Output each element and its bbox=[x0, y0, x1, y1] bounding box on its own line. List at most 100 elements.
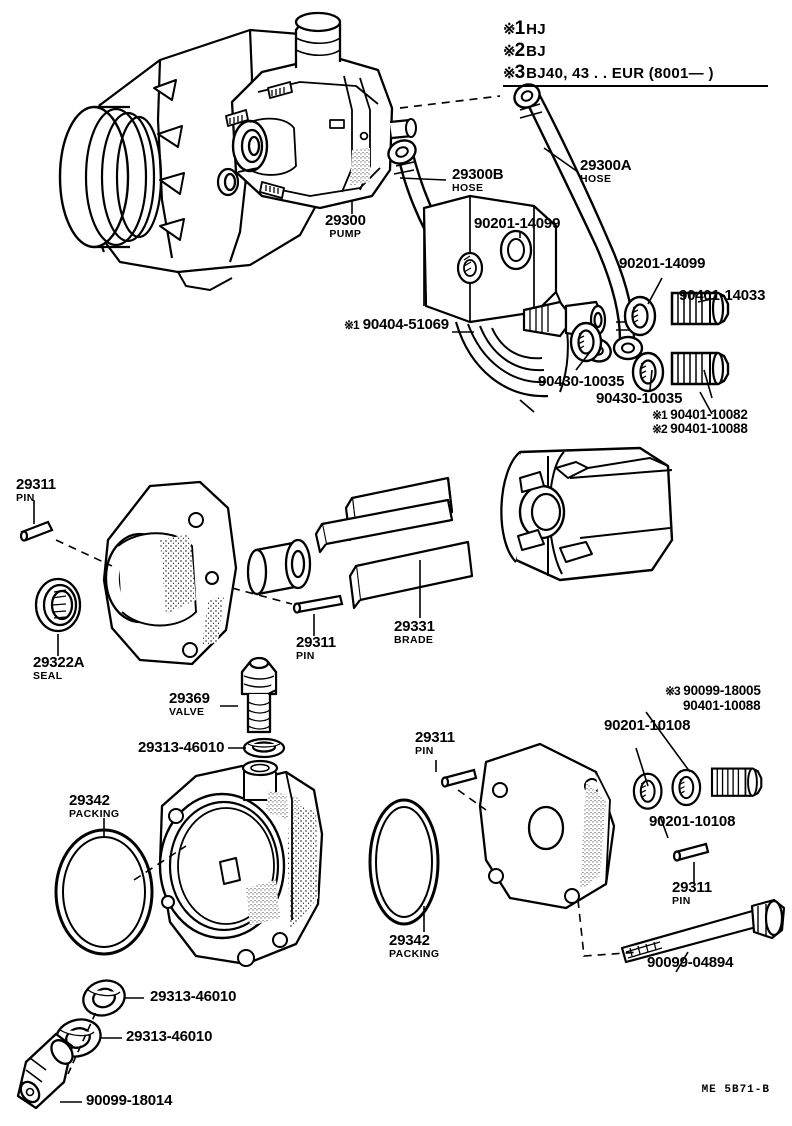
callout-bolt-04894: 90099-04894 bbox=[647, 955, 733, 971]
legend: ※ 1 HJ ※ 2 BJ ※ 3 BJ40, 43 . . EUR (8001… bbox=[503, 18, 768, 87]
pin-lower-mid-art bbox=[440, 768, 478, 788]
pump-body-art bbox=[158, 759, 324, 967]
callout-washer-10108-upper: 90201-10108 bbox=[604, 718, 690, 734]
legend-index: 1 bbox=[514, 18, 526, 39]
bushing-art bbox=[246, 538, 312, 596]
callout-union-washer-right: 90201-14099 bbox=[619, 256, 705, 272]
valve-art bbox=[240, 656, 278, 734]
callout-number: 29313-46010 bbox=[126, 1028, 213, 1045]
legend-text: BJ40, 43 . . EUR (8001— ) bbox=[526, 65, 714, 82]
legend-row: ※ 3 BJ40, 43 . . EUR (8001— ) bbox=[503, 62, 768, 84]
legend-index: 2 bbox=[514, 40, 526, 61]
callout-number: 29342 bbox=[389, 932, 430, 949]
callout-number: 29342 bbox=[69, 792, 110, 809]
callout-number: 90201-14099 bbox=[474, 215, 561, 232]
callout-union-bolt-10088: ※2 90401-10088 bbox=[652, 421, 748, 436]
booster-block-art bbox=[422, 194, 569, 413]
legend-underline bbox=[503, 85, 768, 87]
callout-number: 90201-10108 bbox=[604, 717, 691, 734]
callout-name: HOSE bbox=[452, 181, 484, 194]
callout-name: PIN bbox=[415, 744, 434, 757]
callout-name: VALVE bbox=[169, 705, 205, 718]
callout-pump: 29300 PUMP bbox=[325, 213, 366, 240]
callout-number: 90401-14033 bbox=[679, 287, 766, 304]
callout-plug-18005: ※3 90099-18005 bbox=[665, 683, 761, 698]
callout-name: HOSE bbox=[580, 172, 612, 185]
callout-number: 29322A bbox=[33, 654, 85, 671]
vacuum-pump-top-art bbox=[216, 11, 417, 210]
callout-union-washer-upper: 90201-14099 bbox=[474, 216, 560, 232]
callout-gasket-10035-right: 90430-10035 bbox=[596, 391, 682, 407]
pin-top-left-art bbox=[19, 520, 54, 542]
pin-right-lower-art bbox=[672, 842, 710, 862]
seal-art bbox=[34, 577, 82, 633]
callout-pin-right-lower: 29311 PIN bbox=[672, 880, 712, 907]
callout-number-text: 90401-10082 bbox=[670, 407, 748, 422]
callout-elbow-51069: ※1 90404-51069 bbox=[344, 317, 449, 333]
callout-mark-icon: ※3 bbox=[665, 684, 681, 698]
callout-union-bolt-10088-lower: 90401-10088 bbox=[683, 698, 761, 713]
callout-valve: 29369 VALVE bbox=[169, 691, 210, 718]
callout-name: PIN bbox=[296, 649, 315, 662]
callout-number: ※1 90404-51069 bbox=[344, 317, 449, 333]
callout-plug-18014: 90099-18014 bbox=[86, 1093, 172, 1109]
callout-pin-top-left: 29311 PIN bbox=[16, 477, 56, 504]
callout-pin-mid: 29311 PIN bbox=[296, 635, 336, 662]
rotor-art bbox=[500, 446, 674, 582]
legend-row: ※ 2 BJ bbox=[503, 40, 768, 62]
document-footer-code: ME 5B71-B bbox=[701, 1084, 770, 1096]
callout-packing-right: 29342 PACKING bbox=[389, 933, 439, 960]
callout-mark-icon: ※1 bbox=[652, 408, 668, 422]
callout-number: 90401-10088 bbox=[683, 698, 761, 713]
callout-number: ※2 90401-10088 bbox=[652, 421, 748, 436]
leader-lines-lower bbox=[60, 705, 695, 1103]
callout-number: 29300 bbox=[325, 212, 366, 229]
callout-number: 29311 bbox=[16, 476, 56, 493]
callout-gasket-46010-b: 29313-46010 bbox=[126, 1029, 212, 1045]
callout-packing-left: 29342 PACKING bbox=[69, 793, 119, 820]
callout-number: 29311 bbox=[296, 634, 336, 651]
callout-number: 90099-04894 bbox=[647, 954, 734, 971]
callout-name: PUMP bbox=[329, 227, 362, 240]
callout-gasket-46010-a: 29313-46010 bbox=[150, 989, 236, 1005]
callout-hose-a: 29300A HOSE bbox=[580, 157, 632, 185]
valve-gasket-art bbox=[242, 737, 286, 759]
callout-number: 29311 bbox=[672, 879, 712, 896]
callout-number: 29313-46010 bbox=[150, 988, 237, 1005]
legend-row: ※ 1 HJ bbox=[503, 18, 768, 40]
legend-mark-icon: ※ bbox=[503, 65, 516, 82]
callout-gasket-10035-left: 90430-10035 bbox=[538, 374, 624, 390]
legend-mark-icon: ※ bbox=[503, 43, 516, 60]
front-housing-art bbox=[102, 480, 238, 666]
callout-number: 29369 bbox=[169, 690, 210, 707]
callout-pin-lower-mid: 29311 PIN bbox=[415, 730, 455, 757]
callout-number: 29331 bbox=[394, 618, 435, 635]
callout-name: PIN bbox=[16, 491, 35, 504]
callout-number: 90201-10108 bbox=[649, 813, 736, 830]
callout-name: PACKING bbox=[69, 807, 120, 820]
callout-number: 29300A bbox=[580, 157, 632, 174]
callout-hose-b: 29300B HOSE bbox=[452, 167, 504, 194]
callout-number-text: 90404-51069 bbox=[362, 316, 449, 333]
callout-number: 90099-18014 bbox=[86, 1092, 173, 1109]
callout-washer-10108-lower: 90201-10108 bbox=[649, 814, 735, 830]
callout-number: ※3 90099-18005 bbox=[665, 683, 761, 698]
callout-name: PACKING bbox=[389, 947, 440, 960]
plug-18014-art bbox=[16, 1032, 74, 1110]
callout-number: 29313-46010 bbox=[138, 739, 225, 756]
callout-union-bolt-10082: ※1 90401-10082 bbox=[652, 407, 748, 422]
fittings-cluster-art bbox=[522, 291, 730, 393]
pin-mid-art bbox=[292, 594, 344, 614]
legend-mark-icon: ※ bbox=[503, 21, 516, 38]
callout-name: SEAL bbox=[33, 669, 63, 682]
leader-lines-middle bbox=[33, 500, 421, 656]
callout-number: 90430-10035 bbox=[538, 373, 625, 390]
legend-text: HJ bbox=[526, 21, 546, 38]
callout-number: 29311 bbox=[415, 729, 455, 746]
callout-union-bolt-14033: 90401-14033 bbox=[679, 288, 765, 304]
callout-number-text: 90099-18005 bbox=[683, 683, 761, 698]
callout-number: 90201-14099 bbox=[619, 255, 706, 272]
callout-gasket-46010-valve: 29313-46010 bbox=[138, 740, 224, 756]
